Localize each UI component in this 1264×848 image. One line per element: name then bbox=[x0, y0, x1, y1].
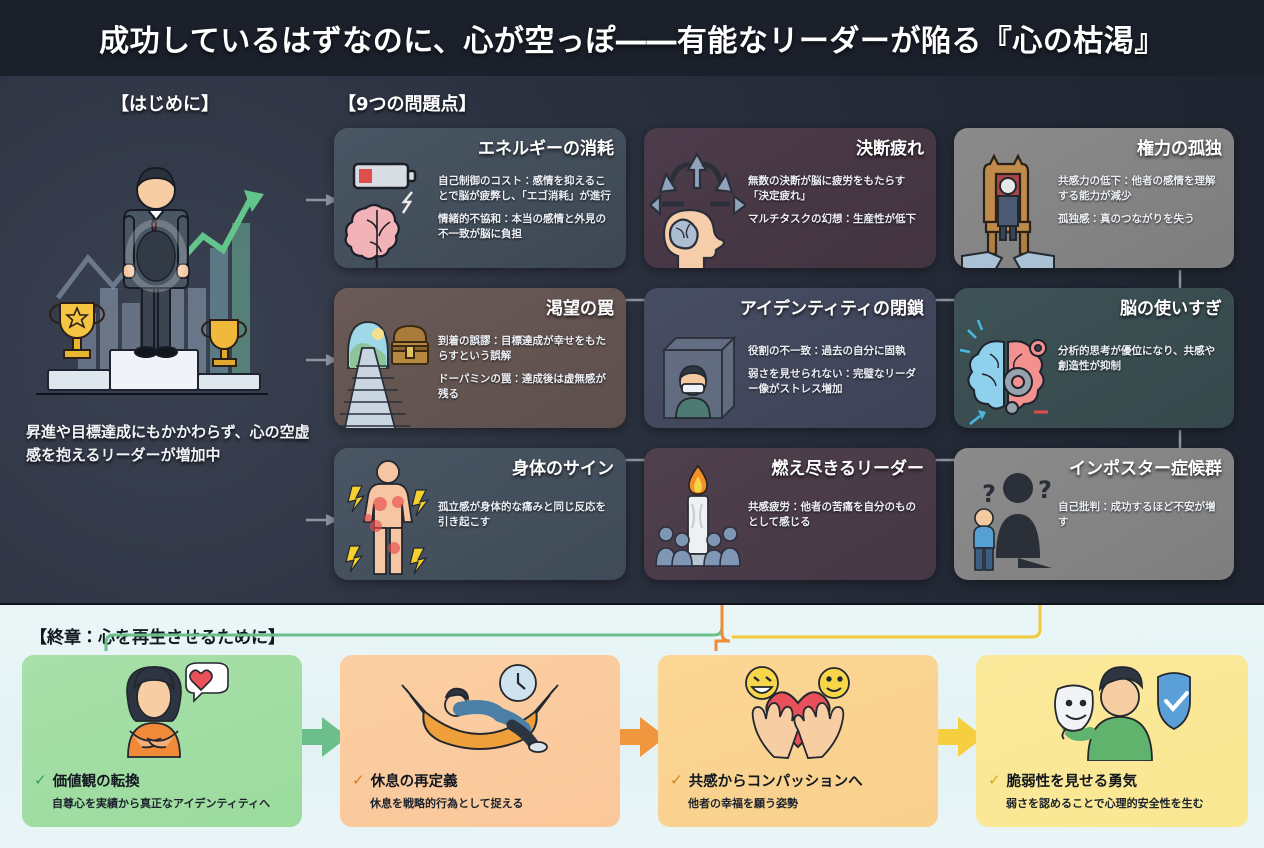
man-mask-shield-illustration bbox=[976, 661, 1248, 762]
problem-card-5-body: 役割の不一致：過去の自分に固執 弱さを見せられない：完璧なリーダー像がストレス増… bbox=[748, 344, 926, 405]
solution-card-2-subtitle: 休息を戦略的行為として捉える bbox=[370, 797, 524, 810]
solution-card-4-title-row: ✓ 脆弱性を見せる勇気 bbox=[988, 770, 1240, 791]
body-pain-points-icon bbox=[340, 456, 436, 578]
problem-card-7-line-1: 孤立感が身体的な痛みと同じ反応を引き起こす bbox=[438, 501, 606, 528]
throne-cracked-ground-icon bbox=[960, 148, 1056, 268]
problem-card-6-line-1: 分析的思考が優位になり、共感や創造性が抑制 bbox=[1058, 345, 1216, 372]
problem-card-9[interactable]: ?? インポスター症候群 自己批判：成功するほど不安が増す bbox=[954, 448, 1234, 580]
problem-card-8-body: 共感疲労：他者の苦痛を自分のものとして感じる bbox=[748, 500, 926, 538]
solution-card-1-title-row: ✓ 価値観の転換 bbox=[34, 770, 294, 791]
problem-card-3-title: 権力の孤独 bbox=[1137, 139, 1222, 159]
leader-on-podium-illustration bbox=[18, 138, 318, 406]
problem-card-3[interactable]: 権力の孤独 共感力の低下：他者の感情を理解する能力が減少 孤独感：真のつながりを… bbox=[954, 128, 1234, 268]
hands-holding-heart-smileys-illustration bbox=[658, 661, 938, 761]
problem-card-6[interactable]: 脳の使いすぎ 分析的思考が優位になり、共感や創造性が抑制 bbox=[954, 288, 1234, 428]
svg-text:?: ? bbox=[1038, 476, 1052, 504]
solution-card-3[interactable]: ✓ 共感からコンパッションへ 他者の幸福を願う姿勢 bbox=[658, 655, 938, 827]
problem-card-3-body: 共感力の低下：他者の感情を理解する能力が減少 孤独感：真のつながりを失う bbox=[1058, 174, 1224, 235]
problem-card-1-line-2: 情緒的不協和：本当の感情と外見の不一致が脳に負担 bbox=[438, 212, 606, 240]
solution-card-3-subtitle: 他者の幸福を願う姿勢 bbox=[688, 797, 798, 810]
problem-card-4-line-1: 到着の誤謬：目標達成が幸せをもたらすという誤解 bbox=[438, 335, 606, 362]
solution-card-3-title: 共感からコンパッションへ bbox=[688, 774, 863, 790]
problem-card-9-body: 自己批判：成功するほど不安が増す bbox=[1058, 500, 1224, 538]
problems-grid: エネルギーの消耗 自己制御のコスト：感情を抑えることで脳が疲弊し、「エゴ消耗」が… bbox=[334, 128, 1234, 580]
solutions-heading: 【終章：心を再生させるために】 bbox=[30, 628, 285, 648]
stairs-treasure-chest-icon bbox=[338, 308, 436, 428]
problem-card-2-body: 無数の決断が脳に疲労をもたらす「決定疲れ」 マルチタスクの幻想：生産性が低下 bbox=[748, 174, 926, 235]
check-icon: ✓ bbox=[34, 771, 47, 789]
intro-column: 【はじめに】 bbox=[0, 76, 330, 603]
problem-card-7[interactable]: 身体のサイン 孤立感が身体的な痛みと同じ反応を引き起こす bbox=[334, 448, 626, 580]
problem-card-4-title: 渇望の罠 bbox=[546, 299, 614, 319]
problem-card-2[interactable]: 決断疲れ 無数の決断が脳に疲労をもたらす「決定疲れ」 マルチタスクの幻想：生産性… bbox=[644, 128, 936, 268]
problem-card-1-line-1: 自己制御のコスト：感情を抑えることで脳が疲弊し、「エゴ消耗」が進行 bbox=[438, 175, 611, 202]
check-icon: ✓ bbox=[988, 771, 1001, 789]
intro-heading: 【はじめに】 bbox=[111, 94, 219, 115]
solution-card-2-title-row: ✓ 休息の再定義 bbox=[352, 770, 612, 791]
solution-card-3-title-row: ✓ 共感からコンパッションへ bbox=[670, 770, 930, 791]
page-title: 成功しているはずなのに、心が空っぽ――有能なリーダーが陥る『心の枯渇』 bbox=[99, 24, 1165, 59]
problem-card-3-line-2: 孤独感：真のつながりを失う bbox=[1058, 212, 1195, 225]
page-header: 成功しているはずなのに、心が空っぽ――有能なリーダーが陥る『心の枯渇』 bbox=[0, 0, 1264, 77]
problem-card-2-line-2: マルチタスクの幻想：生産性が低下 bbox=[748, 212, 916, 225]
battery-low-brain-icon bbox=[340, 156, 436, 268]
problem-card-5-title: アイデンティティの閉鎖 bbox=[739, 299, 924, 319]
check-icon: ✓ bbox=[670, 771, 683, 789]
solution-card-1-title: 価値観の転換 bbox=[52, 774, 140, 790]
candle-burning-people-icon bbox=[650, 464, 746, 576]
solution-card-4-title: 脆弱性を見せる勇気 bbox=[1006, 774, 1138, 790]
solution-card-2-title: 休息の再定義 bbox=[370, 774, 458, 790]
problem-card-9-title: インポスター症候群 bbox=[1069, 459, 1222, 479]
problem-card-5-line-1: 役割の不一致：過去の自分に固執 bbox=[748, 345, 906, 357]
problem-card-1[interactable]: エネルギーの消耗 自己制御のコスト：感情を抑えることで脳が疲弊し、「エゴ消耗」が… bbox=[334, 128, 626, 268]
problem-card-5[interactable]: アイデンティティの閉鎖 役割の不一致：過去の自分に固執 弱さを見せられない：完璧… bbox=[644, 288, 936, 428]
problem-card-2-line-1: 無数の決断が脳に疲労をもたらす「決定疲れ」 bbox=[748, 175, 906, 202]
intro-caption: 昇進や目標達成にもかかわらず、心の空虚感を抱えるリーダーが増加中 bbox=[26, 423, 310, 465]
shadow-doubt-icon: ?? bbox=[960, 462, 1056, 574]
solutions-section: 【終章：心を再生させるために】 bbox=[0, 603, 1264, 848]
problem-card-8-title: 燃え尽きるリーダー bbox=[771, 459, 924, 479]
problem-card-5-line-2: 弱さを見せられない：完璧なリーダー像がストレス増加 bbox=[748, 367, 916, 395]
split-brain-gears-icon bbox=[959, 308, 1056, 428]
problem-card-8-line-1: 共感疲労：他者の苦痛を自分のものとして感じる bbox=[748, 501, 916, 528]
problem-card-1-title: エネルギーの消耗 bbox=[478, 139, 614, 159]
problem-card-4-body: 到着の誤謬：目標達成が幸せをもたらすという誤解 ドーパミンの罠：達成後は虚無感が… bbox=[438, 334, 616, 410]
problem-card-7-body: 孤立感が身体的な痛みと同じ反応を引き起こす bbox=[438, 500, 616, 538]
problem-card-9-line-1: 自己批判：成功するほど不安が増す bbox=[1058, 501, 1216, 528]
problem-card-7-title: 身体のサイン bbox=[512, 459, 614, 479]
problem-card-4-line-2: ドーパミンの罠：達成後は虚無感が残る bbox=[438, 372, 606, 400]
solution-card-4[interactable]: ✓ 脆弱性を見せる勇気 弱さを認めることで心理的安全性を生む bbox=[976, 655, 1248, 827]
problem-card-6-title: 脳の使いすぎ bbox=[1120, 299, 1222, 319]
check-icon: ✓ bbox=[352, 771, 365, 789]
problem-card-8[interactable]: 燃え尽きるリーダー 共感疲労：他者の苦痛を自分のものとして感じる bbox=[644, 448, 936, 580]
problem-card-1-body: 自己制御のコスト：感情を抑えることで脳が疲弊し、「エゴ消耗」が進行 情緒的不協和… bbox=[438, 174, 616, 250]
problem-card-4[interactable]: 渇望の罠 到着の誤謬：目標達成が幸せをもたらすという誤解 ドーパミンの罠：達成後… bbox=[334, 288, 626, 428]
head-arrows-icon bbox=[648, 148, 748, 268]
person-hammock-clock-illustration bbox=[340, 661, 620, 761]
solution-card-1-subtitle: 自尊心を実績から真正なアイデンティティへ bbox=[52, 797, 271, 810]
problem-card-2-title: 決断疲れ bbox=[856, 139, 924, 159]
problems-heading: 【9つの問題点】 bbox=[338, 94, 477, 115]
svg-text:?: ? bbox=[982, 480, 996, 508]
solution-card-4-subtitle: 弱さを認めることで心理的安全性を生む bbox=[1006, 797, 1204, 810]
problem-card-6-body: 分析的思考が優位になり、共感や創造性が抑制 bbox=[1058, 344, 1224, 382]
woman-self-hug-heart-illustration bbox=[22, 661, 302, 761]
problem-card-3-line-1: 共感力の低下：他者の感情を理解する能力が減少 bbox=[1058, 175, 1216, 202]
person-in-glass-box-icon bbox=[650, 324, 746, 428]
solution-card-1[interactable]: ✓ 価値観の転換 自尊心を実績から真正なアイデンティティへ bbox=[22, 655, 302, 827]
solution-card-2[interactable]: ✓ 休息の再定義 休息を戦略的行為として捉える bbox=[340, 655, 620, 827]
